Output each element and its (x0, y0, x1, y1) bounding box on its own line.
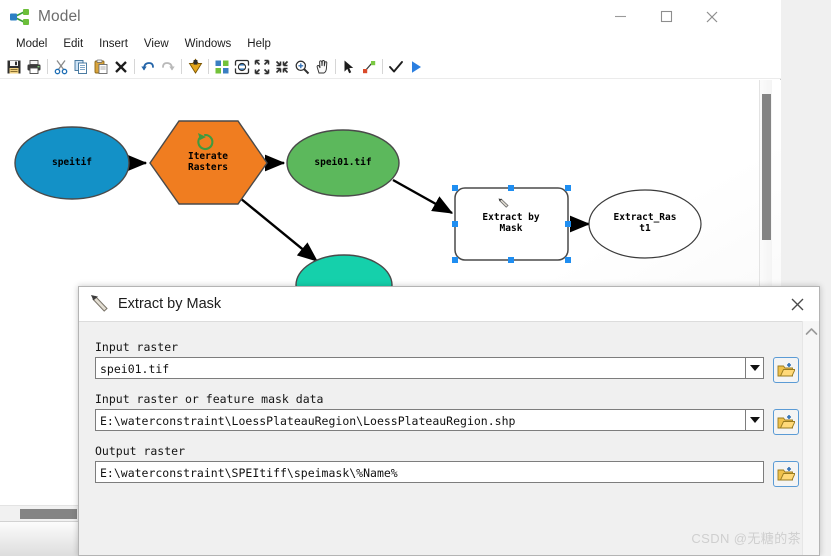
model-builder-icon (9, 7, 31, 27)
cut-icon[interactable] (51, 57, 71, 77)
chevron-down-icon (749, 417, 760, 423)
field-label-input-raster: Input raster (95, 340, 179, 354)
selection-handle-s[interactable] (508, 257, 514, 263)
copy-icon[interactable] (71, 57, 91, 77)
loop-icon (197, 133, 214, 150)
zoom-icon[interactable] (292, 57, 312, 77)
validate-icon[interactable] (386, 57, 406, 77)
toolbar-separator (181, 59, 182, 74)
selection-handle-e[interactable] (565, 221, 571, 227)
tool-hammer-icon (88, 293, 114, 315)
auto-layout-icon[interactable] (212, 57, 232, 77)
selection-handle-sw[interactable] (452, 257, 458, 263)
toolbar-separator (134, 59, 135, 74)
dialog-title: Extract by Mask (118, 296, 222, 312)
toolbar (0, 55, 781, 79)
field-input-raster: Input raster spei01.tif (95, 340, 799, 383)
menu-item-model[interactable]: Model (16, 38, 48, 50)
window-titlebar: Model (0, 0, 781, 33)
redo-icon[interactable] (158, 57, 178, 77)
menu-item-help[interactable]: Help (247, 38, 271, 50)
add-data-icon[interactable] (185, 57, 205, 77)
selection-handle-w[interactable] (452, 221, 458, 227)
dialog-body: Input raster spei01.tif (79, 321, 819, 555)
model-node-spei01-tif (286, 129, 400, 197)
model-node-speitif (14, 126, 130, 200)
maximize-button[interactable] (643, 0, 689, 33)
select-icon[interactable] (339, 57, 359, 77)
mask-data-browse-button[interactable] (773, 409, 799, 435)
paste-icon[interactable] (91, 57, 111, 77)
mask-data-dropdown[interactable] (745, 409, 764, 431)
selection-handle-n[interactable] (508, 185, 514, 191)
undo-icon[interactable] (138, 57, 158, 77)
dialog-close-button[interactable] (775, 287, 819, 321)
input-raster-browse-button[interactable] (773, 357, 799, 383)
toolbar-separator (47, 59, 48, 74)
canvas-horizontal-scrollbar-thumb[interactable] (20, 509, 77, 519)
selection-handle-se[interactable] (565, 257, 571, 263)
output-raster-browse-button[interactable] (773, 461, 799, 487)
toolbar-separator (382, 59, 383, 74)
output-raster-field[interactable]: E:\waterconstraint\SPEItiff\speimask\%Na… (95, 461, 764, 483)
dialog-scrollbar[interactable] (802, 321, 819, 555)
menu-item-edit[interactable]: Edit (63, 38, 84, 50)
field-mask-data: Input raster or feature mask data E:\wat… (95, 392, 799, 435)
selection-handle-nw[interactable] (452, 185, 458, 191)
canvas-vertical-scrollbar-thumb[interactable] (762, 94, 771, 240)
save-icon[interactable] (4, 57, 24, 77)
dialog-scroll-up-button[interactable] (803, 321, 820, 341)
model-connections (126, 154, 591, 262)
mask-data-field[interactable]: E:\waterconstraint\LoessPlateauRegion\Lo… (95, 409, 745, 431)
menu-item-view[interactable]: View (143, 38, 169, 50)
dialog-titlebar: Extract by Mask (79, 287, 819, 321)
delete-icon[interactable] (111, 57, 131, 77)
input-raster-field[interactable]: spei01.tif (95, 357, 745, 379)
watermark: CSDN @无糖的茶 (691, 531, 801, 546)
model-node-extract-by-mask (454, 187, 569, 261)
field-label-mask-data: Input raster or feature mask data (95, 392, 324, 406)
close-button[interactable] (689, 0, 735, 33)
selection-handle-ne[interactable] (565, 185, 571, 191)
zoom-out-fixed-icon[interactable] (252, 57, 272, 77)
tool-hammer-icon (498, 198, 509, 208)
extract-by-mask-dialog: Extract by Mask Input raster spei01.tif (78, 286, 820, 556)
zoom-in-fixed-icon[interactable] (272, 57, 292, 77)
pan-icon[interactable] (312, 57, 332, 77)
toolbar-separator (208, 59, 209, 74)
minimize-button[interactable] (597, 0, 643, 33)
field-label-output-raster: Output raster (95, 444, 186, 458)
model-node-iterate-rasters (149, 120, 268, 205)
menubar: Model Edit Insert View Windows Help (0, 33, 781, 55)
input-raster-dropdown[interactable] (745, 357, 764, 379)
field-output-raster: Output raster E:\waterconstraint\SPEItif… (95, 444, 799, 487)
toolbar-separator (335, 59, 336, 74)
model-node-extract-ras-t1 (588, 189, 702, 259)
menu-item-insert[interactable]: Insert (99, 38, 128, 50)
full-view-icon[interactable] (232, 57, 252, 77)
window-title: Model (38, 7, 81, 25)
menu-item-windows[interactable]: Windows (184, 38, 232, 50)
chevron-down-icon (749, 365, 760, 371)
print-icon[interactable] (24, 57, 44, 77)
connect-icon[interactable] (359, 57, 379, 77)
run-icon[interactable] (406, 57, 426, 77)
